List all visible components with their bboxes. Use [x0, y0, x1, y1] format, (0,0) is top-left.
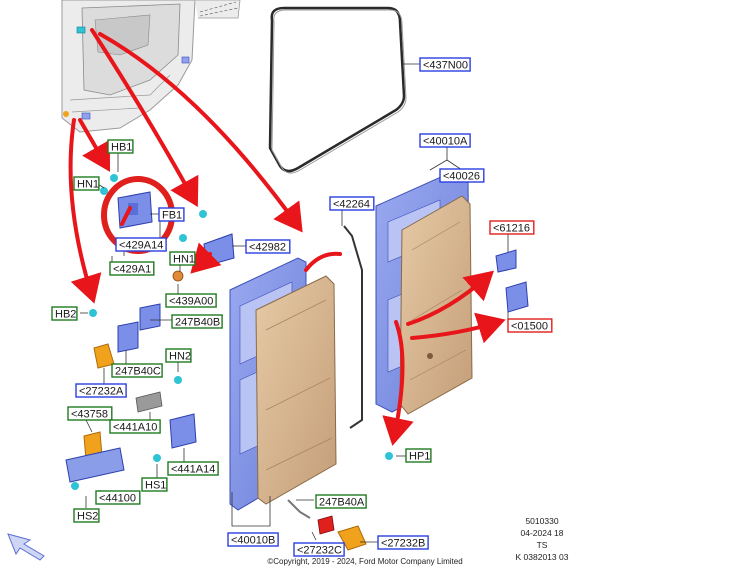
meta-line-1: 5010330	[525, 516, 559, 526]
door-seal	[268, 6, 406, 173]
callout-441a10: <441A10	[109, 419, 161, 434]
callout-hs1: HS1	[141, 477, 168, 492]
callout-437n00: <437N00	[419, 57, 471, 72]
rear-right-door	[375, 171, 473, 415]
callout-text: <441A14	[171, 464, 215, 476]
callout-text: <40010A	[423, 136, 468, 148]
callout-text: <43758	[71, 409, 108, 421]
meta-line-4: K 0382013 03	[515, 552, 569, 562]
callout-text: <44100	[99, 493, 136, 505]
callout-text: <40010B	[231, 535, 275, 547]
callout-text: <429A1	[113, 264, 151, 276]
callout-text: HP1	[409, 451, 430, 463]
callout-hn1b: HN1	[169, 251, 196, 266]
callout-61216: <61216	[489, 220, 535, 235]
callout-hn2: HN2	[165, 348, 192, 363]
callout-429a14b: <429A1	[109, 261, 155, 276]
callout-40026: <40026	[439, 168, 485, 183]
callout-441a14: <441A14	[167, 461, 219, 476]
red-arrows	[68, 28, 506, 446]
meta-line-3: TS	[536, 540, 548, 550]
callout-text: 247B40B	[175, 317, 220, 329]
callout-text: <40026	[443, 171, 480, 183]
callout-text: HN2	[169, 351, 191, 363]
callout-text: <42982	[249, 242, 286, 254]
callout-text: <01500	[511, 321, 548, 333]
callout-27232b: <27232B	[377, 535, 429, 550]
door-rod	[343, 225, 363, 429]
callout-text: <441A10	[113, 422, 157, 434]
callout-hb2: HB2	[51, 306, 78, 321]
callout-text: <42264	[333, 199, 370, 211]
callout-text: HB2	[55, 309, 76, 321]
callout-text: <61216	[493, 223, 530, 235]
callout-40010a: <40010A	[419, 133, 471, 148]
callout-text: 247B40A	[319, 497, 365, 509]
callout-text: HS1	[145, 480, 166, 492]
callout-247b40b: 247B40B	[171, 314, 223, 329]
meta-line-2: 04-2024 18	[520, 528, 564, 538]
callout-text: HS2	[77, 511, 98, 523]
callout-text: <439A00	[169, 296, 213, 308]
rear-left-door	[229, 257, 337, 511]
callout-text: HN1	[77, 179, 99, 191]
callout-text: HN1	[173, 254, 195, 266]
callout-hs2: HS2	[73, 508, 100, 523]
callout-42982: <42982	[245, 239, 291, 254]
callout-labels: <437N00 <40010A <40026 <42264 <61216 <01500 <4…	[51, 57, 553, 557]
callout-27232c: <27232C	[293, 542, 345, 557]
callout-hb1: HB1	[107, 139, 134, 154]
callout-247b40a: 247B40A	[315, 494, 367, 509]
copyright-footer: ©Copyright, 2019 - 2024, Ford Motor Comp…	[267, 557, 463, 566]
cursor-arrow-icon	[7, 533, 45, 561]
callout-27232a: <27232A	[75, 383, 127, 398]
callout-hp1: HP1	[405, 448, 432, 463]
callout-247b40c: 247B40C	[111, 363, 163, 378]
callout-text: <27232A	[79, 386, 124, 398]
callout-fb1: FB1	[158, 207, 185, 222]
fastener-clips	[71, 174, 393, 490]
callout-text: HB1	[111, 142, 132, 154]
callout-text: <437N00	[423, 60, 468, 72]
callout-429a14: <429A14	[115, 237, 167, 252]
callout-hn1a: HN1	[73, 176, 100, 191]
callout-43758: <43758	[67, 406, 113, 421]
callout-text: <429A14	[119, 240, 163, 252]
diagram-meta: 5010330 04-2024 18 TS K 0382013 03	[500, 515, 584, 563]
callout-439a00: <439A00	[165, 293, 217, 308]
callout-text: <27232B	[381, 538, 425, 550]
callout-42264: <42264	[329, 196, 375, 211]
callout-text: 247B40C	[115, 366, 161, 378]
callout-40010b: <40010B	[227, 532, 279, 547]
callout-text: <27232C	[297, 545, 342, 557]
callout-44100: <44100	[95, 490, 141, 505]
callout-01500: <01500	[507, 318, 553, 333]
callout-text: FB1	[162, 210, 182, 222]
